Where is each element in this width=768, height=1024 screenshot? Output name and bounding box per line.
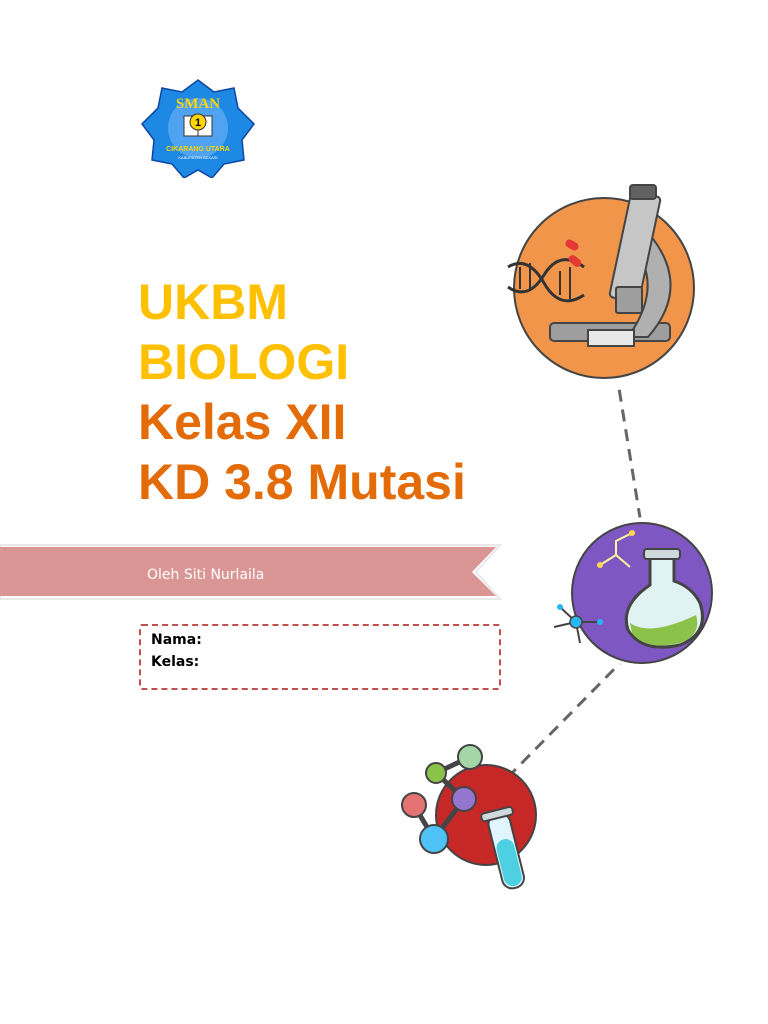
title-line-kd: KD 3.8 Mutasi	[138, 454, 466, 510]
cover-title: UKBM BIOLOGI Kelas XII KD 3.8 Mutasi	[138, 272, 466, 512]
student-info-box: Nama: Kelas:	[139, 624, 501, 690]
school-logo-icon: SMAN 1 CIKARANG UTARA KABUPATEN BEKASI	[141, 79, 255, 178]
svg-text:SMAN: SMAN	[176, 96, 220, 112]
microscope-icon	[508, 184, 700, 384]
test-tube-icon	[480, 805, 525, 890]
title-line-biologi: BIOLOGI	[138, 334, 350, 390]
title-line-kelas: Kelas XII	[138, 394, 347, 450]
author-name: Oleh Siti Nurlaila	[147, 567, 265, 583]
molecule-icon	[401, 744, 483, 854]
svg-text:KABUPATEN BEKASI: KABUPATEN BEKASI	[178, 155, 217, 160]
science-illustration	[401, 184, 724, 890]
class-label: Kelas:	[151, 654, 200, 670]
name-label: Nama:	[151, 632, 202, 648]
flask-icon	[571, 517, 724, 669]
title-line-ukbm: UKBM	[138, 274, 288, 330]
author-banner	[0, 544, 503, 600]
svg-text:1: 1	[195, 117, 201, 129]
svg-text:CIKARANG UTARA: CIKARANG UTARA	[166, 146, 230, 153]
molecule-small-icon	[553, 604, 603, 644]
